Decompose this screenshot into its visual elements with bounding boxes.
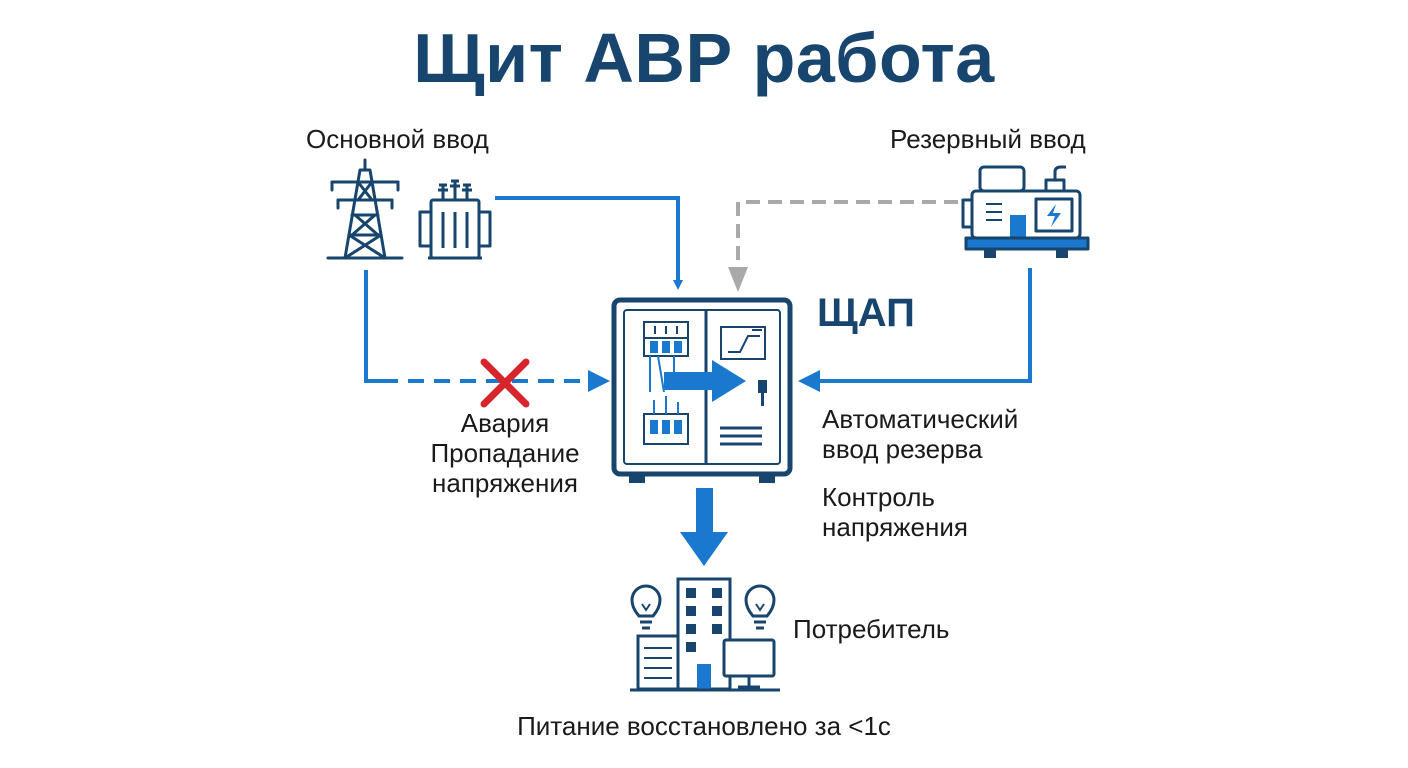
ats-function-line: ввод резерва [822, 434, 983, 464]
alarm-line: напряжения [432, 468, 578, 498]
voltage-control-line: Контроль [822, 482, 935, 512]
light-bulb-icon [744, 584, 776, 630]
reserve-active-line [818, 268, 1032, 383]
output-arrow [680, 488, 728, 566]
page-title: Щит АВР работа [413, 19, 995, 97]
reserve-inactive-line [736, 200, 958, 266]
voltage-control-line: напряжения [822, 512, 968, 542]
power-tower-icon [326, 158, 404, 260]
voltage-control-label: Контроль напряжения [822, 482, 968, 542]
top-breaker-icon [643, 321, 689, 357]
main-lost-arrowhead [588, 370, 610, 392]
monitor-icon [722, 638, 776, 689]
reserve-inactive-arrow [728, 267, 748, 292]
main-feed-line [495, 196, 683, 290]
voltage-meter-icon [720, 326, 766, 360]
consumer-label: Потребитель [793, 614, 950, 644]
ats-function-line: Автоматический [822, 404, 1019, 434]
alarm-line: Пропадание [430, 438, 580, 468]
failure-cross-icon [480, 358, 530, 408]
alarm-label: Авария Пропадание напряжения [400, 408, 610, 498]
footer-status: Питание восстановлено за <1с [517, 711, 891, 741]
bottom-breaker-icon [643, 413, 689, 445]
ats-function-label: Автоматический ввод резерва [822, 404, 1018, 464]
vent-lines-icon [720, 426, 762, 446]
transformer-icon [418, 179, 492, 260]
light-bulb-icon [630, 584, 662, 630]
ats-panel-icon [611, 297, 793, 483]
main-lost-line-solid [364, 270, 382, 383]
generator-icon [961, 165, 1090, 258]
alarm-line: Авария [460, 408, 550, 438]
building-icon [630, 577, 780, 692]
panel-label: ЩАП [817, 291, 915, 335]
reserve-active-arrowhead [798, 370, 820, 392]
reserve-input-label: Резервный ввод [890, 124, 1086, 154]
switch-arrow-icon [664, 360, 746, 402]
main-input-label: Основной ввод [306, 124, 489, 154]
panel-handle-icon [758, 380, 767, 406]
